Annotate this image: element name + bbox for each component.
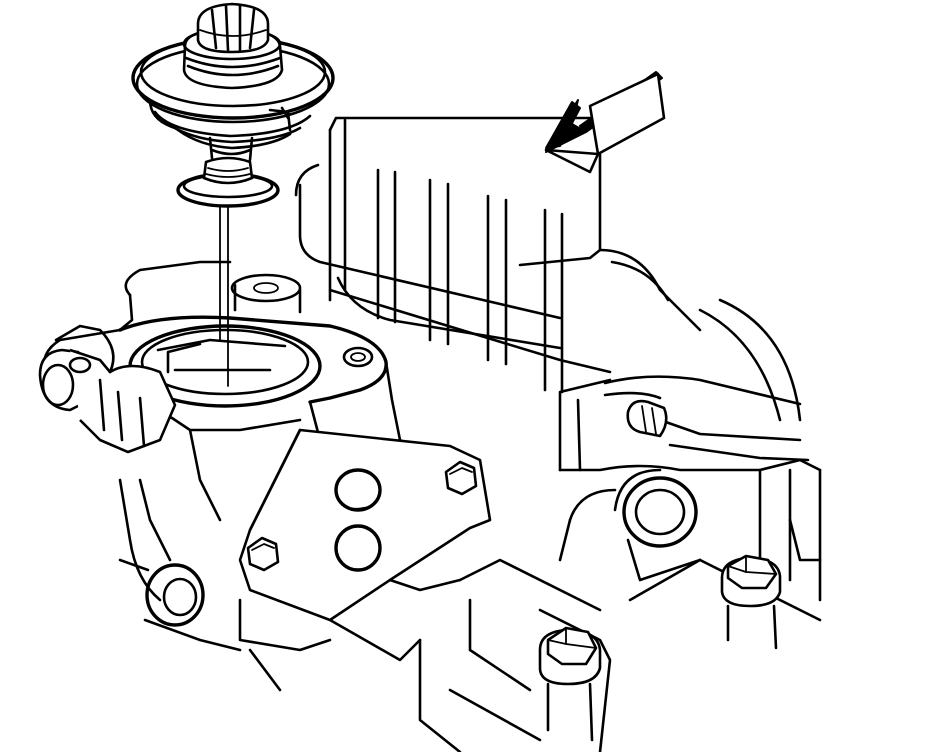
thermostat-gasket-icon <box>176 156 280 208</box>
alignment-line <box>219 205 229 387</box>
housing-bolt-icon <box>246 536 280 572</box>
housing-bolt-icon <box>538 626 602 742</box>
coolant-pipe-icon <box>38 324 177 454</box>
engine-block-icon <box>294 116 822 752</box>
coolant-pipe-icon <box>603 375 810 462</box>
thermostat-icon <box>131 2 335 162</box>
housing-bolt-icon <box>444 460 478 496</box>
installation-direction-arrow-icon <box>544 71 666 174</box>
thermostat-housing-icon <box>42 260 702 692</box>
housing-bolt-icon <box>720 554 782 650</box>
